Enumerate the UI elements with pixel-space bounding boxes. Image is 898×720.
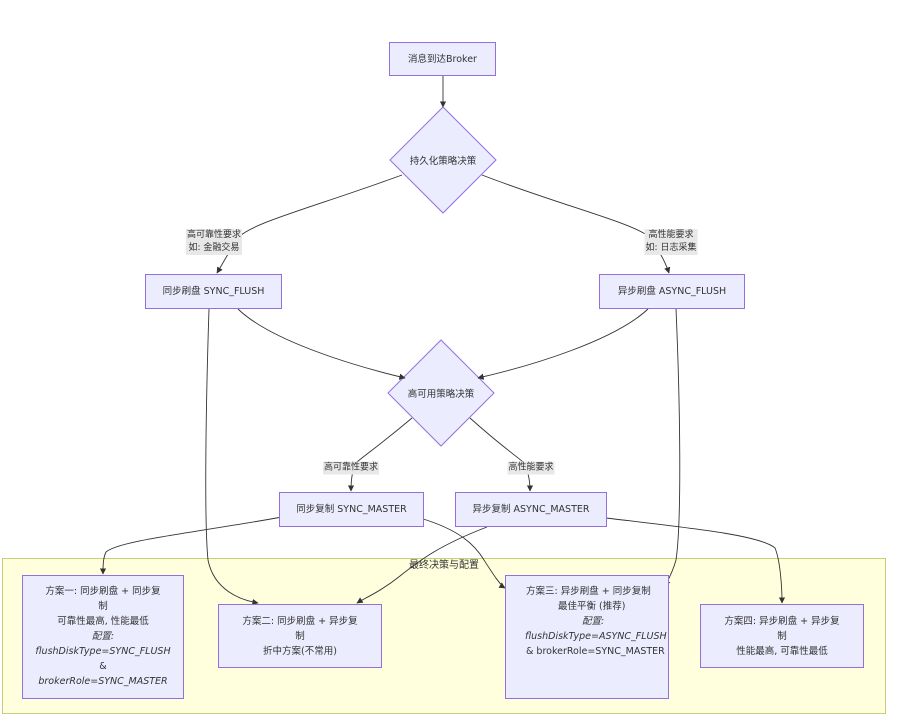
edge-label-performance-line2: 如: 日志采集 <box>645 243 697 253</box>
edge-label-ha-reliability: 高可靠性要求 <box>322 461 380 475</box>
plan3-config-2: & brokerRole=SYNC_MASTER <box>526 646 665 657</box>
plan1-title-b: 制 <box>98 601 108 612</box>
plan2-desc: 折中方案(不常用) <box>263 645 337 657</box>
start-node[interactable]: 消息到达Broker <box>389 42 496 76</box>
edge-label-performance: 高性能要求 如: 日志采集 <box>644 229 698 255</box>
sync-flush-node[interactable]: 同步刷盘 SYNC_FLUSH <box>145 274 282 309</box>
async-master-node[interactable]: 异步复制 ASYNC_MASTER <box>455 492 607 527</box>
plan4-desc: 性能最高, 可靠性最低 <box>736 645 828 657</box>
plan3-title-a: 方案三: 异步刷盘 + 同步复制 <box>526 586 651 597</box>
plan1-title-a: 方案一: 同步刷盘 + 同步复 <box>45 586 161 597</box>
persist-decision-label: 持久化策略决策 <box>409 156 477 167</box>
plan1-node[interactable]: 方案一: 同步刷盘 + 同步复 制 可靠性最高, 性能最低 配置: flushD… <box>22 575 184 699</box>
plan1-config-1: flushDiskType=SYNC_FLUSH <box>35 646 171 657</box>
async-flush-node[interactable]: 异步刷盘 ASYNC_FLUSH <box>599 274 745 309</box>
ha-decision-label: 高可用策略决策 <box>407 389 475 400</box>
plan1-config-label: 配置: <box>91 631 115 642</box>
sync-master-label: 同步复制 SYNC_MASTER <box>296 504 407 515</box>
cluster-title: 最终决策与配置 <box>409 560 479 571</box>
sync-master-node[interactable]: 同步复制 SYNC_MASTER <box>279 492 424 527</box>
plan4-node[interactable]: 方案四: 异步刷盘 + 异步复 制 性能最高, 可靠性最低 <box>700 604 864 668</box>
edge-label-reliability-line2: 如: 金融交易 <box>188 243 240 253</box>
plan4-title-a: 方案四: 异步刷盘 + 异步复 <box>724 615 840 627</box>
async-master-label: 异步复制 ASYNC_MASTER <box>472 504 590 515</box>
plan3-config-label: 配置: <box>582 616 605 627</box>
edge-label-reliability: 高可靠性要求 如: 金融交易 <box>185 229 243 255</box>
plan2-title-b: 制 <box>295 630 305 642</box>
plan2-node[interactable]: 方案二: 同步刷盘 + 异步复 制 折中方案(不常用) <box>218 604 382 668</box>
edge-label-ha-performance: 高性能要求 <box>507 461 555 475</box>
start-node-label: 消息到达Broker <box>408 53 477 65</box>
plan3-desc: 最佳平衡 (推荐) <box>558 601 626 612</box>
edge-label-performance-line1: 高性能要求 <box>648 230 694 240</box>
edge-label-reliability-line1: 高可靠性要求 <box>186 230 242 240</box>
plan4-title-b: 制 <box>777 630 787 642</box>
plan2-title-a: 方案二: 同步刷盘 + 异步复 <box>242 615 358 627</box>
sync-flush-label: 同步刷盘 SYNC_FLUSH <box>162 286 265 297</box>
plan1-config-amp: & <box>99 661 107 672</box>
plan1-config-2: brokerRole=SYNC_MASTER <box>38 676 168 687</box>
async-flush-label: 异步刷盘 ASYNC_FLUSH <box>617 286 727 297</box>
plan3-config-1: flushDiskType=ASYNC_FLUSH <box>525 631 667 642</box>
plan1-desc: 可靠性最高, 性能最低 <box>57 616 149 627</box>
plan3-node[interactable]: 方案三: 异步刷盘 + 同步复制 最佳平衡 (推荐) 配置: flushDisk… <box>505 575 669 699</box>
